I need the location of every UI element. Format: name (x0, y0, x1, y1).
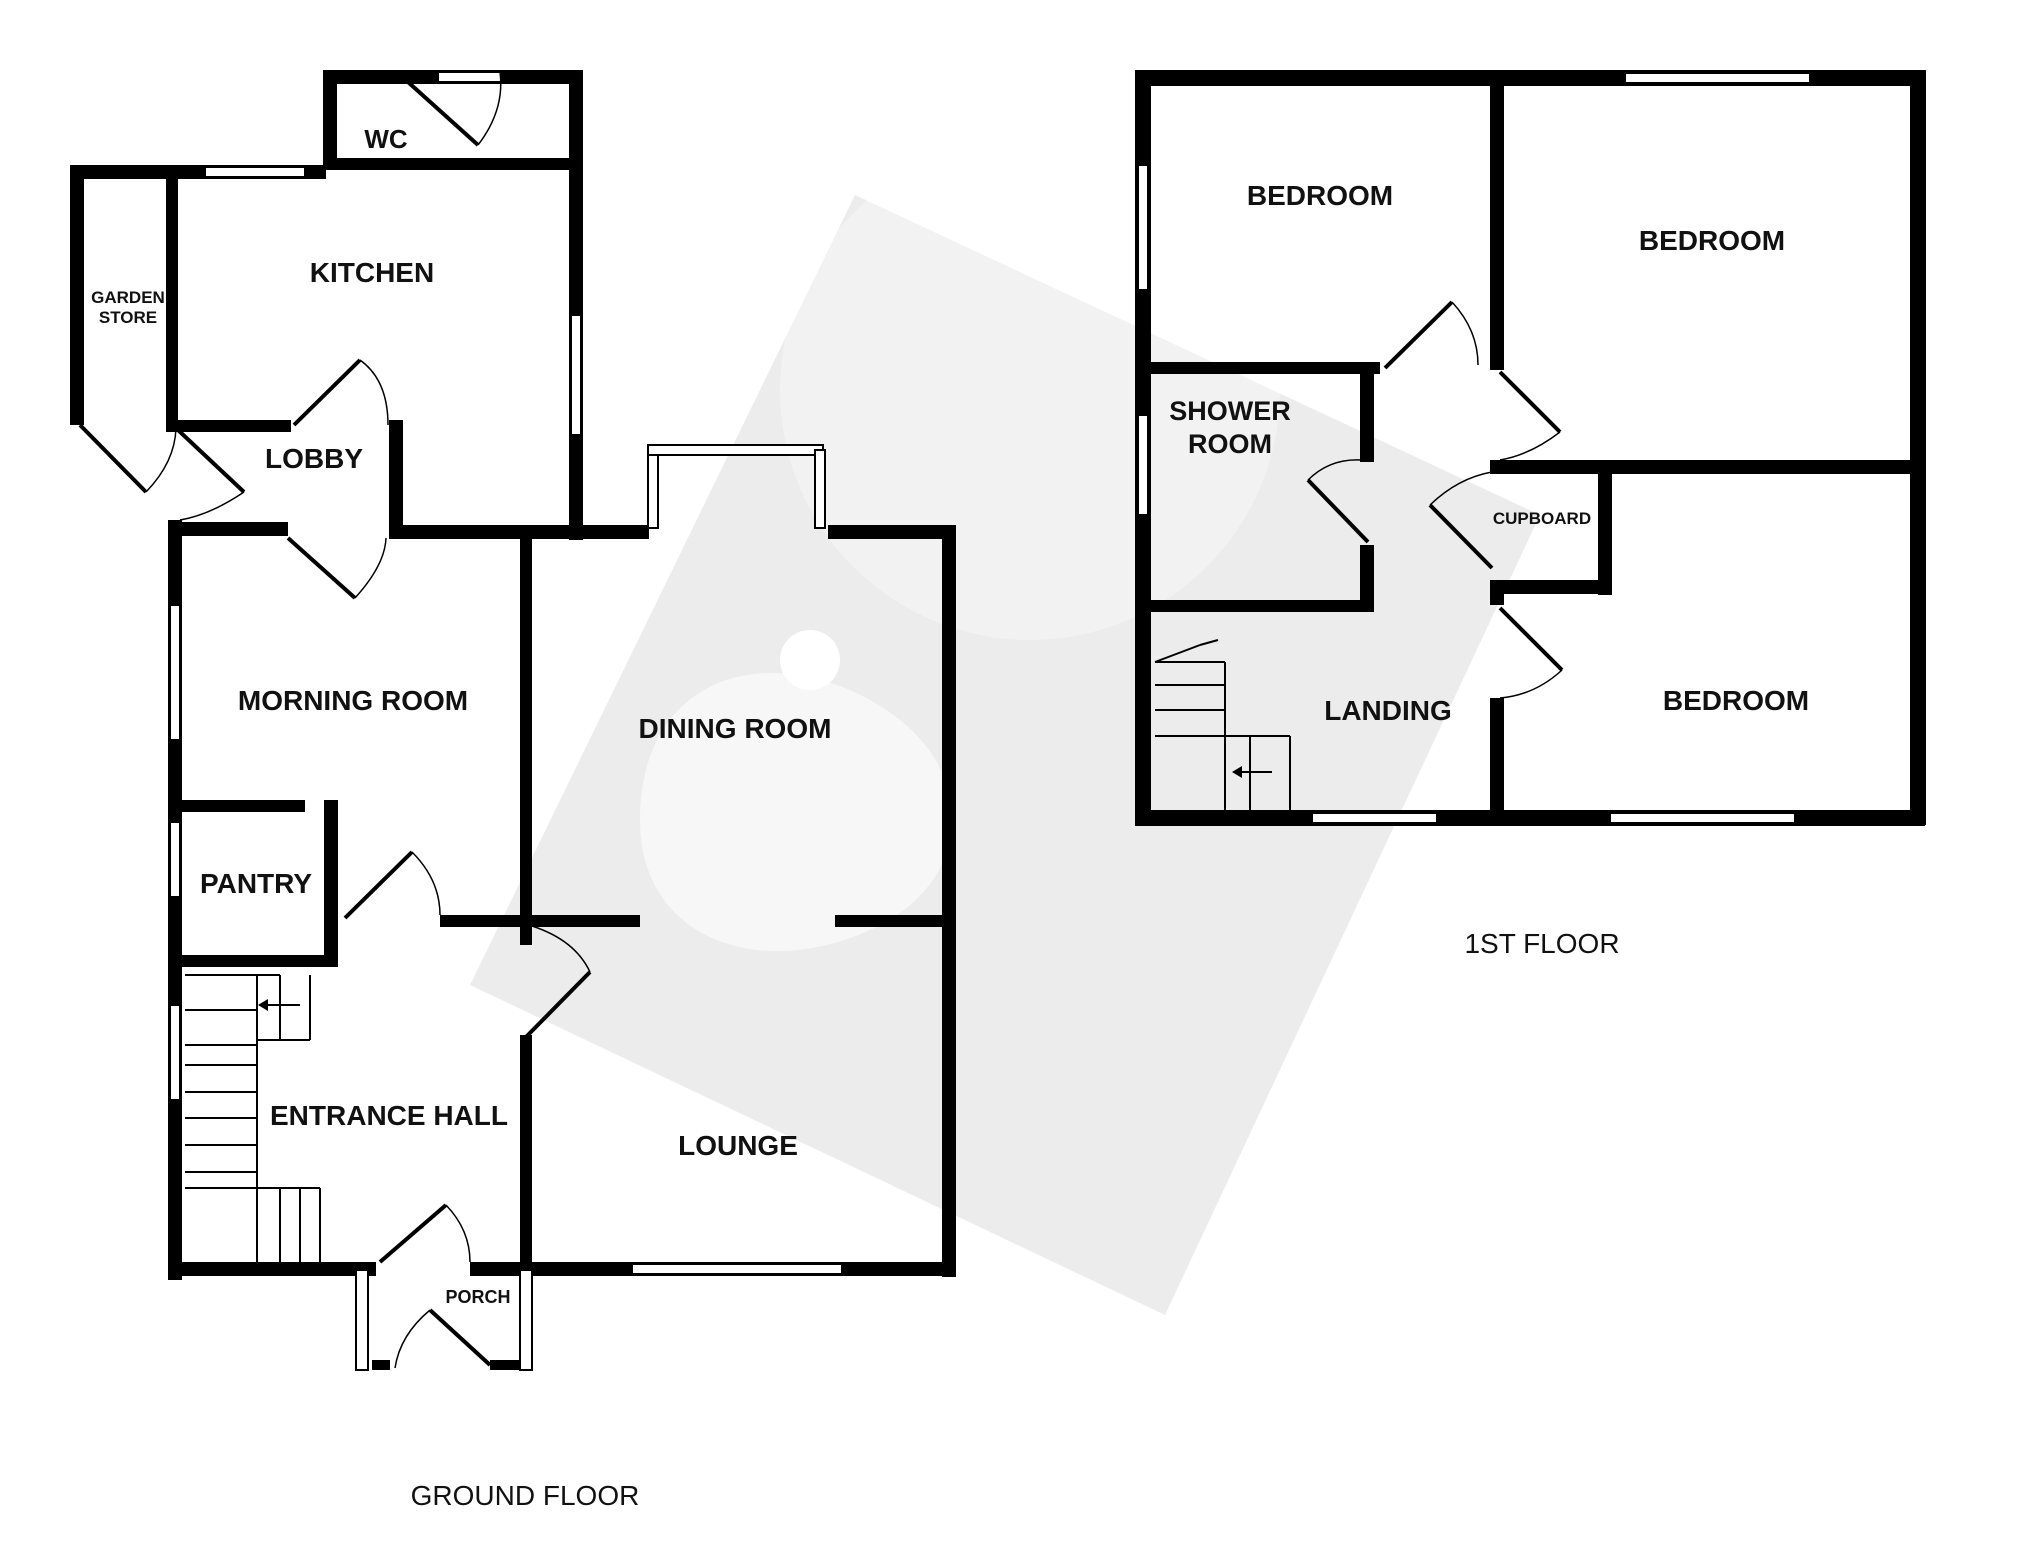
room-label-entrance-hall: ENTRANCE HALL (270, 1100, 508, 1131)
room-label-porch: PORCH (445, 1287, 510, 1307)
watermark-logo (470, 140, 1540, 1315)
room-label-cupboard: CUPBOARD (1493, 509, 1591, 528)
room-label-bedroom-1: BEDROOM (1247, 180, 1393, 211)
room-label-shower-room-line1: SHOWER (1169, 396, 1291, 426)
room-label-landing: LANDING (1324, 695, 1452, 726)
ground-floor-plan: WC KITCHEN GARDEN STORE LOBBY MORNING RO… (70, 70, 956, 1511)
room-label-shower-room-line2: ROOM (1188, 429, 1272, 459)
ground-floor-staircase (185, 974, 321, 1262)
room-label-wc: WC (364, 124, 408, 154)
room-label-dining-room: DINING ROOM (639, 713, 832, 744)
room-label-garden-store-line2: STORE (99, 308, 157, 327)
first-floor-plan: BEDROOM BEDROOM SHOWER ROOM CUPBOARD LAN… (1135, 70, 1926, 959)
room-label-kitchen: KITCHEN (310, 257, 434, 288)
room-label-bedroom-2: BEDROOM (1639, 225, 1785, 256)
room-label-garden-store-line1: GARDEN (91, 288, 165, 307)
room-label-lounge: LOUNGE (678, 1130, 798, 1161)
room-label-pantry: PANTRY (200, 868, 312, 899)
room-label-lobby: LOBBY (265, 443, 363, 474)
floor-label-first: 1ST FLOOR (1464, 928, 1619, 959)
room-label-bedroom-3: BEDROOM (1663, 685, 1809, 716)
room-label-morning-room: MORNING ROOM (238, 685, 468, 716)
first-floor-staircase (1154, 639, 1291, 810)
floor-label-ground: GROUND FLOOR (411, 1480, 640, 1511)
